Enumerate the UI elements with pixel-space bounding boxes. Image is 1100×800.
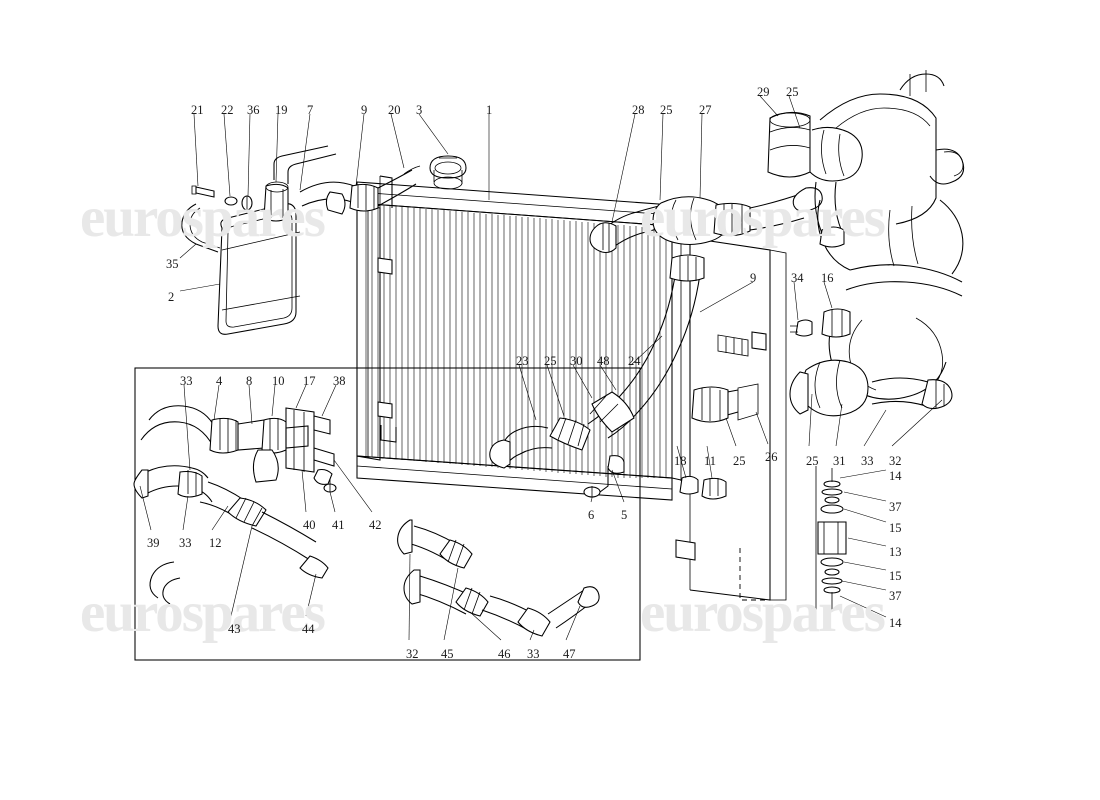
- callout-number: 38: [333, 374, 346, 388]
- callout-number: 15: [889, 521, 902, 535]
- callout-number: 41: [332, 518, 345, 532]
- callout-number: 26: [765, 450, 778, 464]
- callout-number: 33: [527, 647, 540, 661]
- callout-number: 33: [180, 374, 193, 388]
- callout-number: 14: [889, 616, 902, 630]
- callout-number: 36: [247, 103, 260, 117]
- callout-number: 10: [272, 374, 285, 388]
- callout-number: 24: [628, 354, 641, 368]
- callout-number: 16: [821, 271, 834, 285]
- callout-number: 6: [588, 508, 595, 522]
- callout-number: 33: [861, 454, 874, 468]
- callout-number: 40: [303, 518, 316, 532]
- callout-number: 25: [786, 85, 799, 99]
- callout-number: 9: [361, 103, 368, 117]
- callout-number: 8: [246, 374, 253, 388]
- callout-number: 12: [209, 536, 222, 550]
- callout-number: 11: [704, 454, 717, 468]
- callout-number: 14: [889, 469, 902, 483]
- watermark-text: eurospares: [80, 186, 326, 249]
- callout-number: 13: [889, 545, 902, 559]
- callout-number: 15: [889, 569, 902, 583]
- callout-number: 48: [597, 354, 610, 368]
- callout-number: 2: [168, 290, 175, 304]
- callout-number: 1: [486, 103, 493, 117]
- watermark-text: eurospares: [640, 581, 886, 644]
- callout-number: 21: [191, 103, 204, 117]
- callout-number: 43: [228, 622, 241, 636]
- callout-number: 37: [889, 589, 902, 603]
- callout-number: 23: [516, 354, 529, 368]
- callout-number: 22: [221, 103, 234, 117]
- callout-number: 44: [302, 622, 315, 636]
- callout-number: 47: [563, 647, 576, 661]
- callout-number: 25: [733, 454, 746, 468]
- callout-number: 25: [660, 103, 673, 117]
- callout-number: 5: [621, 508, 628, 522]
- callout-number: 46: [498, 647, 511, 661]
- callout-number: 19: [275, 103, 288, 117]
- callout-number: 32: [889, 454, 902, 468]
- callout-number: 25: [806, 454, 819, 468]
- callout-number: 45: [441, 647, 454, 661]
- callout-number: 18: [674, 454, 687, 468]
- callout-number: 42: [369, 518, 382, 532]
- callout-number: 34: [791, 271, 804, 285]
- callout-number: 37: [889, 500, 902, 514]
- callout-number: 25: [544, 354, 557, 368]
- callout-number: 28: [632, 103, 645, 117]
- callout-number: 30: [570, 354, 583, 368]
- callout-number: 9: [750, 271, 757, 285]
- callout-number: 29: [757, 85, 770, 99]
- callout-number: 27: [699, 103, 712, 117]
- callout-number: 4: [216, 374, 223, 388]
- callout-number: 33: [179, 536, 192, 550]
- callout-number: 7: [307, 103, 314, 117]
- callout-number: 17: [303, 374, 316, 388]
- callout-number: 20: [388, 103, 401, 117]
- callout-number: 3: [416, 103, 423, 117]
- callout-number: 35: [166, 257, 179, 271]
- watermark-text: eurospares: [640, 186, 886, 249]
- callout-number: 32: [406, 647, 419, 661]
- callout-number: 31: [833, 454, 846, 468]
- watermark-text: eurospares: [80, 581, 326, 644]
- callout-number: 39: [147, 536, 160, 550]
